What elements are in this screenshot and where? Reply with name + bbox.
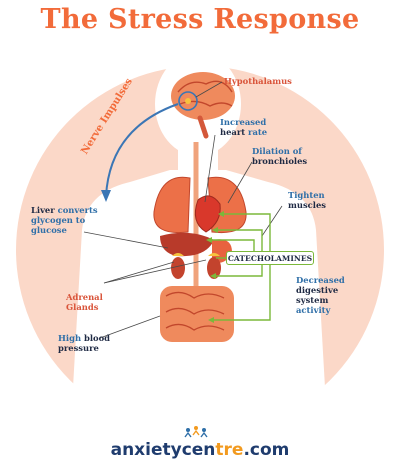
bronchioles-label: Dilation of bronchioles [252, 146, 308, 166]
catecholamines-box: CATECHOLAMINES [226, 251, 314, 265]
heart-icon [194, 195, 221, 233]
hypothalamus-marker [178, 91, 198, 111]
liver-icon [160, 232, 214, 257]
liver-label: Liver converts glycogen to glucose [31, 205, 98, 235]
hypothalamus-label: Hypothalamus [224, 76, 292, 86]
pointer-lines [83, 81, 283, 339]
page-title: The Stress Response [40, 4, 360, 35]
blood-pressure-label: High blood pressure [58, 333, 111, 353]
brand-logo: anxietycentre.com [110, 440, 290, 460]
digestive-label: Decreased digestive system activity [296, 275, 345, 315]
heart-rate-label: Increased heart rate [220, 117, 268, 137]
nerve-arrow [105, 103, 179, 197]
adrenal-label: Adrenal Glands [66, 292, 103, 312]
brand-logo-icon [184, 426, 208, 438]
muscles-label: Tighten muscles [288, 190, 326, 210]
adrenal-glands-icon [171, 253, 221, 279]
catecholamine-pathway [210, 213, 271, 321]
intestines-icon [160, 286, 234, 342]
